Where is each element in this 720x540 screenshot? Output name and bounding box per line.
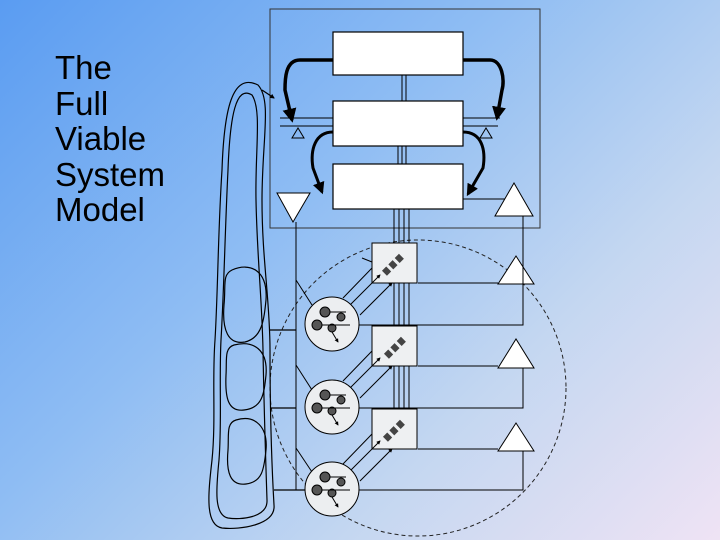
environment-loops bbox=[208, 82, 305, 529]
operational-unit-3 bbox=[304, 461, 360, 517]
left-inner-loop-arrow bbox=[310, 130, 334, 195]
left-outer-loop-arrow bbox=[282, 58, 333, 123]
right-outer-loop-arrow bbox=[463, 58, 506, 121]
left-small-triangle bbox=[291, 127, 305, 139]
right-small-triangle bbox=[479, 127, 493, 139]
metasystem-frame bbox=[269, 8, 541, 229]
title-line-4: System bbox=[55, 155, 166, 193]
unit-management-1 bbox=[361, 242, 418, 284]
operational-unit-2 bbox=[304, 379, 360, 435]
title-line-1: The bbox=[55, 49, 112, 86]
system-5-box bbox=[332, 31, 464, 76]
environment-loop-3 bbox=[226, 418, 267, 485]
environment-triangle-top bbox=[494, 181, 534, 217]
system-3-box bbox=[332, 163, 464, 210]
title-line-2: Full bbox=[55, 84, 109, 122]
right-inner-loop-arrow bbox=[462, 130, 486, 197]
environment-triangle-2 bbox=[497, 338, 535, 369]
box-connectors bbox=[397, 75, 407, 164]
environment-outer-loop-inner bbox=[216, 92, 268, 520]
unit-environment-links bbox=[340, 276, 524, 491]
unit-management-2 bbox=[371, 325, 418, 367]
environment-triangle-1 bbox=[497, 255, 535, 285]
environment-triangle-3 bbox=[497, 422, 535, 452]
environment-outer-loop bbox=[208, 82, 275, 529]
environment-loop-2 bbox=[225, 343, 267, 411]
environment-loop-1 bbox=[223, 266, 267, 343]
diagonal-links bbox=[295, 267, 393, 482]
unit-management-3 bbox=[371, 408, 418, 450]
system-4-box bbox=[332, 100, 464, 147]
monitoring-triangle bbox=[276, 192, 311, 224]
slide-title: The Full Viable System Model bbox=[55, 50, 165, 228]
operational-unit-1 bbox=[304, 296, 360, 352]
title-line-3: Viable bbox=[55, 120, 147, 157]
title-line-5: Model bbox=[55, 191, 145, 228]
